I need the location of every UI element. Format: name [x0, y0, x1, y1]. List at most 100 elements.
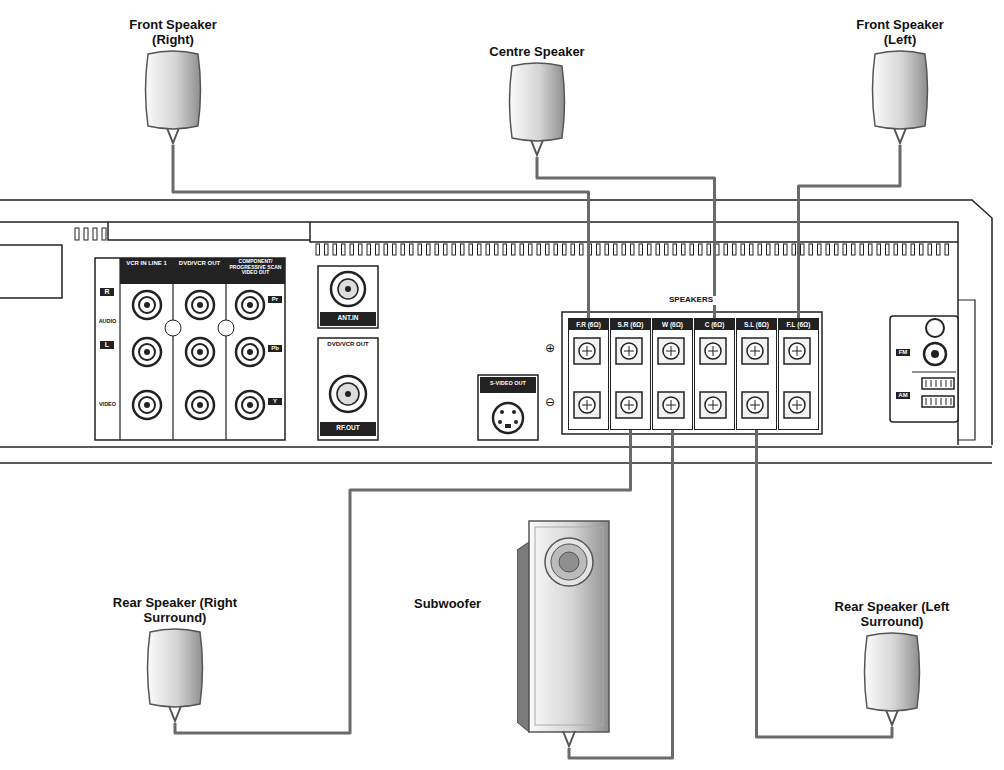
vent-slot	[605, 244, 609, 255]
speaker-label: Rear Speaker (Right Surround)	[111, 595, 239, 626]
speaker-cabinet	[510, 63, 565, 141]
vent-slot	[920, 244, 924, 255]
vent-slot	[673, 244, 677, 255]
vent-slot	[410, 244, 414, 255]
terminal-clip	[574, 338, 600, 364]
antenna-panel	[890, 316, 958, 422]
rca-jack	[186, 338, 214, 366]
screw-slot	[624, 400, 634, 410]
rca-jack-ring	[192, 297, 208, 313]
panel-label: R	[100, 288, 114, 296]
screw-slot	[792, 400, 802, 410]
vent-slot	[546, 244, 550, 255]
rca-jack-pin	[144, 402, 150, 408]
panel-label: FM	[896, 349, 910, 356]
vent-slot	[631, 244, 635, 255]
vent-slot	[342, 244, 346, 255]
speaker-label: Centre Speaker	[462, 44, 612, 60]
clip-ridge	[946, 380, 947, 405]
speaker-wire	[173, 145, 589, 318]
jack-separator	[165, 320, 181, 336]
panel-label: AM	[896, 392, 910, 399]
vent-slot	[316, 244, 320, 255]
rca-jack	[133, 338, 161, 366]
terminal-clip	[658, 392, 684, 418]
panel-label: COMPONENT/ PROGRESSIVE SCAN VIDEO OUT	[227, 259, 284, 276]
antenna-post	[926, 319, 944, 337]
clip-ridge	[926, 380, 927, 405]
chassis-line	[0, 462, 992, 464]
coax-connector-ring	[338, 279, 358, 299]
antenna-box	[318, 266, 378, 328]
terminal-screw	[579, 343, 595, 359]
fm-pin	[931, 350, 939, 358]
rca-jack-ring	[242, 297, 258, 313]
speaker-cable-loop	[563, 731, 575, 746]
rca-jack	[186, 291, 214, 319]
terminal-screw	[705, 397, 721, 413]
vent-slot	[376, 244, 380, 255]
panel-label: VIDEO	[96, 401, 119, 407]
s-video-pin	[514, 420, 518, 424]
screw-slot	[624, 346, 634, 356]
vent-slot	[733, 244, 737, 255]
terminal-screw	[621, 397, 637, 413]
label-band	[320, 422, 376, 436]
terminal-label: S.R (6Ω)	[611, 319, 650, 330]
speaker-wire	[537, 157, 715, 318]
screw-slot	[666, 400, 676, 410]
vent-slot	[350, 244, 354, 255]
chassis-line	[108, 222, 310, 240]
vent-slot	[84, 228, 88, 240]
vent-slot	[860, 244, 864, 255]
vent-slot	[699, 244, 703, 255]
rca-jack-pin	[197, 302, 203, 308]
label-band	[480, 377, 536, 393]
clip-ridge	[931, 380, 932, 405]
speaker-terminal: F.R (6Ω)	[568, 318, 609, 430]
screw-slot	[750, 346, 760, 356]
vent-slot	[384, 244, 388, 255]
panel-label: S-VIDEO OUT	[480, 380, 536, 386]
subwoofer: Subwoofer	[410, 520, 612, 748]
speaker-cabinet	[148, 629, 203, 707]
panel-label: ANT.IN	[320, 314, 376, 321]
side-bracket	[958, 300, 975, 440]
vent-slot	[622, 244, 626, 255]
divider-line	[912, 372, 956, 373]
coax-pin	[345, 286, 351, 292]
vent-slot	[656, 244, 660, 255]
vent-slot	[648, 244, 652, 255]
terminal-label: F.L (6Ω)	[779, 319, 818, 330]
terminal-label: C (6Ω)	[695, 319, 734, 330]
speaker-cable-loop	[167, 128, 179, 143]
terminal-screw	[747, 343, 763, 359]
jack-header	[120, 258, 285, 284]
terminal-clip	[616, 338, 642, 364]
vent-slot	[461, 244, 465, 255]
vent-slot	[512, 244, 516, 255]
speaker-terminal: S.L (6Ω)	[736, 318, 777, 430]
vent-slot	[707, 244, 711, 255]
speaker-cable-loop	[169, 706, 181, 721]
terminal-clip	[658, 338, 684, 364]
rca-jack	[133, 291, 161, 319]
speaker: Centre Speaker	[462, 44, 612, 157]
screw-slot	[750, 400, 760, 410]
rca-jack	[186, 391, 214, 419]
vent-slot	[333, 244, 337, 255]
rca-jack-pin	[247, 302, 253, 308]
speaker: Front Speaker (Left)	[845, 17, 955, 145]
subwoofer-cap	[559, 552, 579, 572]
vent-slot	[826, 244, 830, 255]
rca-jack-ring	[242, 397, 258, 413]
rca-jack	[236, 391, 264, 419]
clip-ridge	[936, 380, 937, 405]
rca-jack	[236, 291, 264, 319]
vent-slot	[741, 244, 745, 255]
speaker-icon	[505, 62, 569, 157]
rca-jack	[236, 338, 264, 366]
terminal-label: W (6Ω)	[653, 319, 692, 330]
